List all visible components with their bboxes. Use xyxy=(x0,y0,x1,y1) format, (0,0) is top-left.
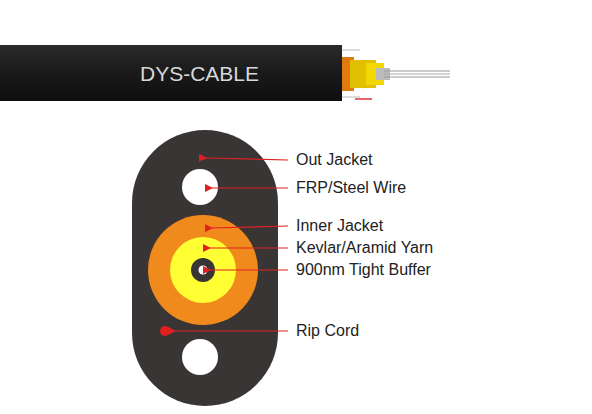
part-label: Rip Cord xyxy=(296,322,359,340)
part-label: 900nm Tight Buffer xyxy=(296,261,431,279)
cable-print: DYS-CABLE xyxy=(140,62,259,86)
leader-lines xyxy=(175,158,288,331)
part-label: Kevlar/Aramid Yarn xyxy=(296,239,433,257)
part-label: Out Jacket xyxy=(296,151,372,169)
cable-side-view xyxy=(0,45,450,101)
part-label: Inner Jacket xyxy=(296,217,383,235)
part-label: FRP/Steel Wire xyxy=(296,179,406,197)
cable-cross-section xyxy=(132,130,278,406)
